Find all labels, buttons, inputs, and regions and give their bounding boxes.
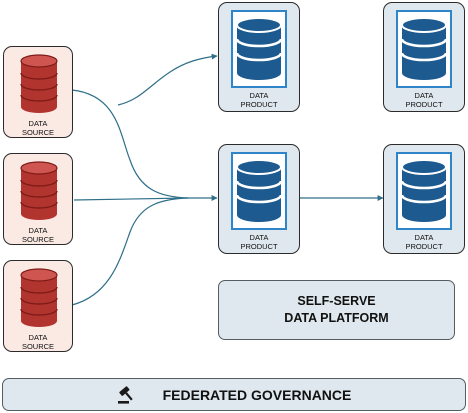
connector-source-2-to-hub <box>73 197 189 201</box>
connector-source-1-to-hub <box>71 89 189 199</box>
data-source-label: DATA SOURCE <box>21 333 55 351</box>
connector-hub-to-product-1 <box>117 53 218 106</box>
data-product-node-1[interactable]: DATA PRODUCT <box>218 2 300 112</box>
data-source-node-3[interactable]: DATA SOURCE <box>3 260 73 352</box>
data-product-label: DATA PRODUCT <box>240 233 278 251</box>
data-product-label: DATA PRODUCT <box>405 233 443 251</box>
federated-governance-bar[interactable]: FEDERATED GOVERNANCE <box>2 378 466 411</box>
governance-label: FEDERATED GOVERNANCE <box>162 386 352 403</box>
database-icon <box>231 10 287 88</box>
data-product-node-4[interactable]: DATA PRODUCT <box>383 144 465 254</box>
connector-source-3-to-hub <box>71 197 189 306</box>
data-product-node-3[interactable]: DATA PRODUCT <box>383 2 465 112</box>
data-source-label: DATA SOURCE <box>21 226 55 244</box>
database-icon <box>231 152 287 230</box>
database-icon <box>20 54 58 113</box>
data-source-node-2[interactable]: DATA SOURCE <box>3 153 73 245</box>
database-icon <box>396 10 452 88</box>
platform-label: SELF-SERVE DATA PLATFORM <box>284 294 389 325</box>
database-icon <box>20 161 58 220</box>
data-product-node-2[interactable]: DATA PRODUCT <box>218 144 300 254</box>
gavel-icon <box>117 385 133 404</box>
data-source-node-1[interactable]: DATA SOURCE <box>3 46 73 138</box>
database-icon <box>20 268 58 327</box>
data-source-label: DATA SOURCE <box>21 119 55 137</box>
data-product-label: DATA PRODUCT <box>240 91 278 109</box>
data-product-label: DATA PRODUCT <box>405 91 443 109</box>
database-icon <box>396 152 452 230</box>
self-serve-platform-panel[interactable]: SELF-SERVE DATA PLATFORM <box>218 280 455 340</box>
